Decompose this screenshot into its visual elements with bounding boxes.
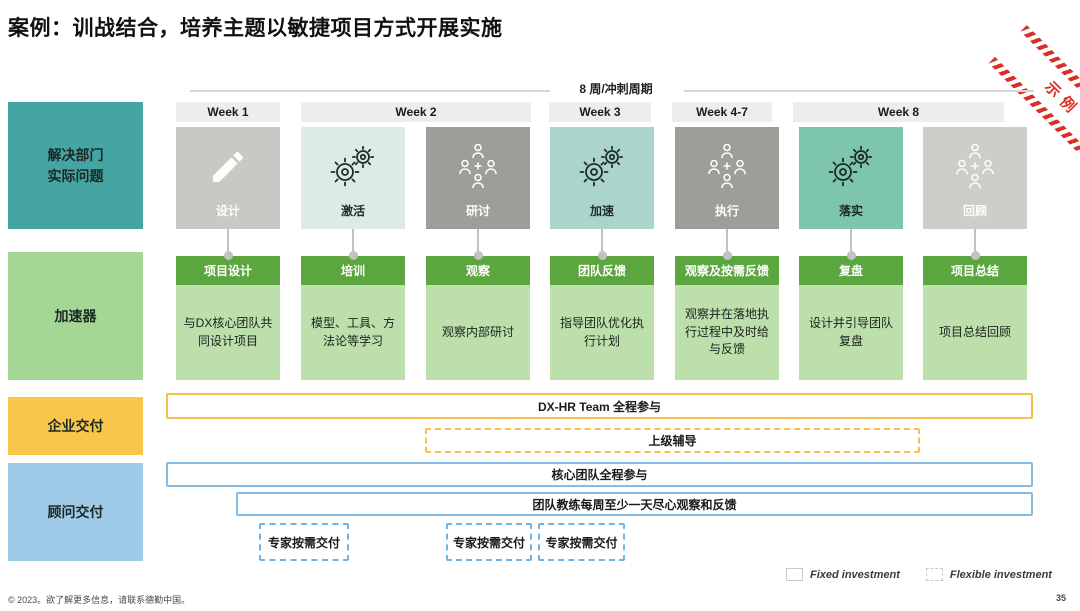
expert-on-demand-box-2: 专家按需交付 — [446, 523, 532, 561]
accelerator-card-header: 观察及按需反馈 — [675, 229, 779, 285]
sidebar-row-problem: 解决部门 实际问题 — [8, 102, 143, 229]
accelerator-card-body: 观察内部研讨 — [426, 285, 530, 380]
accelerator-card-team-feedback: 团队反馈 指导团队优化执行计划 — [550, 229, 654, 380]
phase-box-activate: 激活 — [301, 127, 405, 229]
accelerator-card-header: 项目总结 — [923, 229, 1027, 285]
stamp-stripe-top — [1020, 25, 1080, 142]
gears-icon — [550, 141, 654, 193]
page-number: 35 — [1055, 593, 1066, 603]
accelerator-card-body: 与DX核心团队共同设计项目 — [176, 285, 280, 380]
page-title: 案例：训战结合，培养主题以敏捷项目方式开展实施 — [8, 17, 503, 40]
accelerator-card-header: 项目设计 — [176, 229, 280, 285]
accelerator-card-body: 项目总结回顾 — [923, 285, 1027, 380]
cycle-line-left — [190, 90, 550, 92]
sprint-cycle-label: 8 周/冲刺周期 — [579, 82, 653, 96]
sidebar-row-accelerator: 加速器 — [8, 252, 143, 380]
accelerator-card-retrospective: 复盘 设计并引导团队复盘 — [799, 229, 903, 380]
phase-box-accelerate: 加速 — [550, 127, 654, 229]
phase-label: 回顾 — [962, 204, 987, 218]
week-bar-4-7: Week 4-7 — [672, 102, 772, 122]
accelerator-card-body: 设计并引导团队复盘 — [799, 285, 903, 380]
cycle-line-right — [684, 90, 1034, 92]
team-icon — [675, 141, 779, 193]
investment-legend: Fixed investment Flexible investment — [786, 568, 1052, 581]
accelerator-card-observe-feedback: 观察及按需反馈 观察并在落地执行过程中及时给与反馈 — [675, 229, 779, 380]
phase-label: 加速 — [589, 204, 614, 218]
flexible-investment-swatch-icon — [925, 568, 943, 581]
accelerator-card-header: 复盘 — [799, 229, 903, 285]
accelerator-card-observe: 观察 观察内部研讨 — [426, 229, 530, 380]
expert-on-demand-box-3: 专家按需交付 — [538, 523, 625, 561]
team-icon — [426, 141, 530, 193]
expert-on-demand-box-1: 专家按需交付 — [259, 523, 349, 561]
accelerator-card-project-summary: 项目总结 项目总结回顾 — [923, 229, 1027, 380]
week-bar-1: Week 1 — [176, 102, 280, 122]
accelerator-card-project-design: 项目设计 与DX核心团队共同设计项目 — [176, 229, 280, 380]
week-bar-3: Week 3 — [549, 102, 651, 122]
accelerator-card-body: 观察并在落地执行过程中及时给与反馈 — [675, 285, 779, 380]
phase-box-execute: 执行 — [675, 127, 779, 229]
pencil-icon — [176, 141, 280, 193]
legend-label: Fixed investment — [810, 568, 900, 581]
stamp-label: 示例 — [1041, 78, 1080, 120]
team-icon — [923, 141, 1027, 193]
accelerator-card-body: 指导团队优化执行计划 — [550, 285, 654, 380]
phase-box-design: 设计 — [176, 127, 280, 229]
gears-icon — [799, 141, 903, 193]
accelerator-card-training: 培训 模型、工具、方法论等学习 — [301, 229, 405, 380]
accelerator-card-header: 观察 — [426, 229, 530, 285]
phase-label: 执行 — [714, 204, 739, 218]
week-bar-8: Week 8 — [793, 102, 1004, 122]
phase-label: 研讨 — [465, 204, 490, 218]
phase-label: 落实 — [838, 204, 863, 218]
sidebar-row-consultant-delivery: 顾问交付 — [8, 463, 143, 561]
week-bar-2: Week 2 — [301, 102, 531, 122]
phase-label: 激活 — [340, 204, 365, 218]
footer-copyright: © 2023。欲了解更多信息，请联系德勤中国。 — [8, 595, 191, 605]
phase-label: 设计 — [215, 204, 240, 218]
accelerator-card-header: 团队反馈 — [550, 229, 654, 285]
sidebar-row-enterprise-delivery: 企业交付 — [8, 397, 143, 455]
legend-item-fixed: Fixed investment — [786, 568, 900, 581]
phase-box-implement: 落实 — [799, 127, 903, 229]
enterprise-bar-dx-hr-team: DX-HR Team 全程参与 — [166, 393, 1033, 419]
consultant-bar-core-team: 核心团队全程参与 — [166, 462, 1033, 487]
legend-label: Flexible investment — [949, 568, 1052, 581]
consultant-bar-team-coach: 团队教练每周至少一天尽心观察和反馈 — [236, 492, 1033, 516]
phase-box-review: 回顾 — [923, 127, 1027, 229]
legend-item-flexible: Flexible investment — [925, 568, 1052, 581]
accelerator-card-header: 培训 — [301, 229, 405, 285]
enterprise-bar-supervisor-coaching: 上级辅导 — [425, 428, 920, 453]
gears-icon — [301, 141, 405, 193]
accelerator-card-body: 模型、工具、方法论等学习 — [301, 285, 405, 380]
phase-box-workshop: 研讨 — [426, 127, 530, 229]
fixed-investment-swatch-icon — [786, 568, 803, 581]
